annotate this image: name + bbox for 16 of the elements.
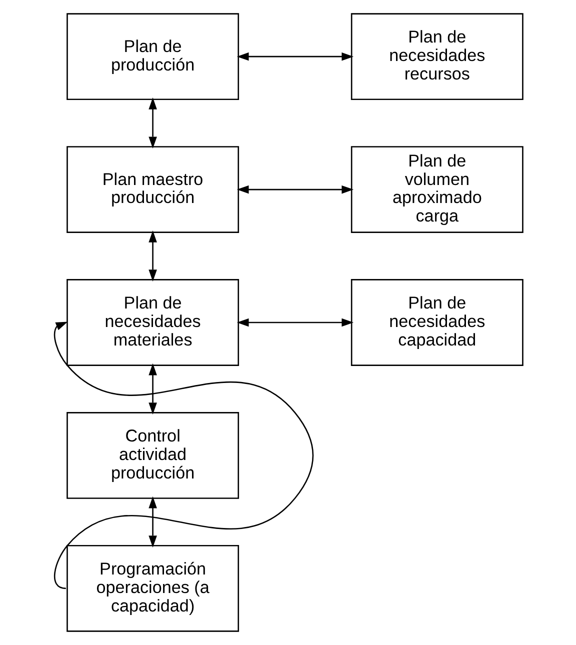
- node-box: Programación operaciones (a capacidad): [66, 544, 239, 632]
- node-box: Control actividad producción: [66, 412, 239, 499]
- arrow: [148, 496, 156, 548]
- arrow: [148, 230, 156, 282]
- arrow: [236, 52, 354, 61]
- node-box: Plan de producción: [66, 13, 239, 100]
- node-box: Plan de necesidades capacidad: [350, 279, 523, 366]
- node-box: Plan de volumen aproximado carga: [350, 146, 523, 233]
- arrow: [236, 185, 354, 194]
- arrow: [148, 98, 156, 149]
- arrow: [148, 363, 156, 414]
- node-box: Plan de necesidades materiales: [66, 279, 239, 366]
- arrow: [54, 322, 314, 590]
- node-box: Plan de necesidades recursos: [350, 13, 523, 100]
- node-box: Plan maestro producción: [66, 146, 239, 233]
- arrow: [236, 318, 354, 327]
